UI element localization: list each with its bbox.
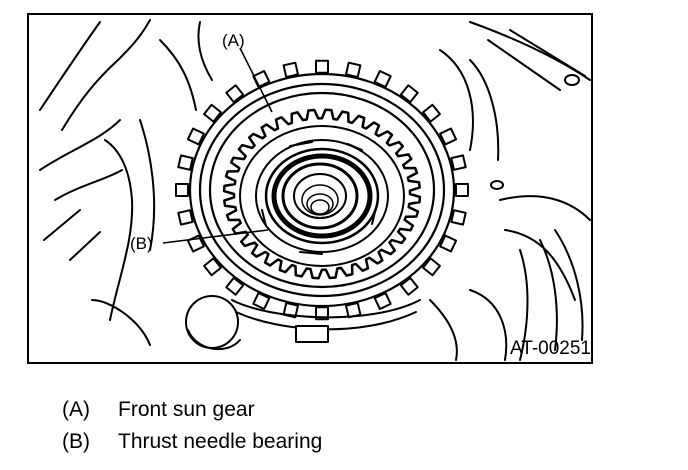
drum-spline: [345, 61, 362, 79]
drum-spline: [439, 127, 458, 146]
drum-spline: [450, 154, 467, 171]
drum-spline: [203, 257, 222, 277]
lower-bracket: [231, 299, 421, 343]
legend-text: Front sun gear: [118, 398, 255, 421]
thrust-needle-bearing: [255, 139, 389, 253]
legend-item: (A) Front sun gear: [62, 394, 322, 426]
figure-id: AT-00251: [510, 338, 591, 359]
outer-drum-ring: [188, 72, 456, 308]
race-marks: [261, 141, 377, 255]
drum-spline: [399, 276, 419, 296]
leader-line-a: [239, 47, 273, 113]
drum-spline: [203, 103, 222, 123]
drum-spline: [455, 183, 469, 197]
drum-spline: [177, 209, 194, 226]
legend-text: Thrust needle bearing: [118, 430, 323, 453]
drum-spline: [175, 183, 189, 197]
drum-spline: [450, 209, 467, 226]
bolt-boss: [185, 295, 241, 350]
leader-line-b: [162, 229, 269, 244]
drum-spline: [177, 154, 194, 171]
callout-b: (B): [130, 234, 153, 253]
drum-spline: [225, 84, 245, 104]
drum-spline: [422, 103, 441, 123]
transmission-diagram: (A) (B) AT-00251: [27, 13, 593, 364]
legend-key: (A): [62, 398, 90, 421]
callout-a: (A): [222, 31, 245, 50]
housing-left: [39, 19, 213, 346]
drum-spline: [225, 276, 245, 296]
drum-spline: [399, 84, 419, 104]
sun-gear: [222, 108, 422, 280]
hub: [281, 162, 359, 230]
housing-right: [429, 21, 591, 361]
drum-spline: [315, 59, 329, 74]
drum-spline: [252, 291, 271, 311]
outer-drum-teeth: [175, 59, 469, 321]
legend-key: (B): [62, 430, 90, 453]
drum-spline: [422, 257, 441, 277]
leader-lines: [162, 47, 273, 244]
drum-spline: [186, 127, 205, 146]
drum-spline: [373, 69, 392, 89]
drum-spline: [373, 291, 392, 311]
legend: (A) Front sun gear (B) Thrust needle bea…: [62, 394, 322, 458]
legend-item: (B) Thrust needle bearing: [62, 426, 322, 458]
drum-spline: [282, 61, 299, 79]
drum-spline: [439, 234, 458, 253]
